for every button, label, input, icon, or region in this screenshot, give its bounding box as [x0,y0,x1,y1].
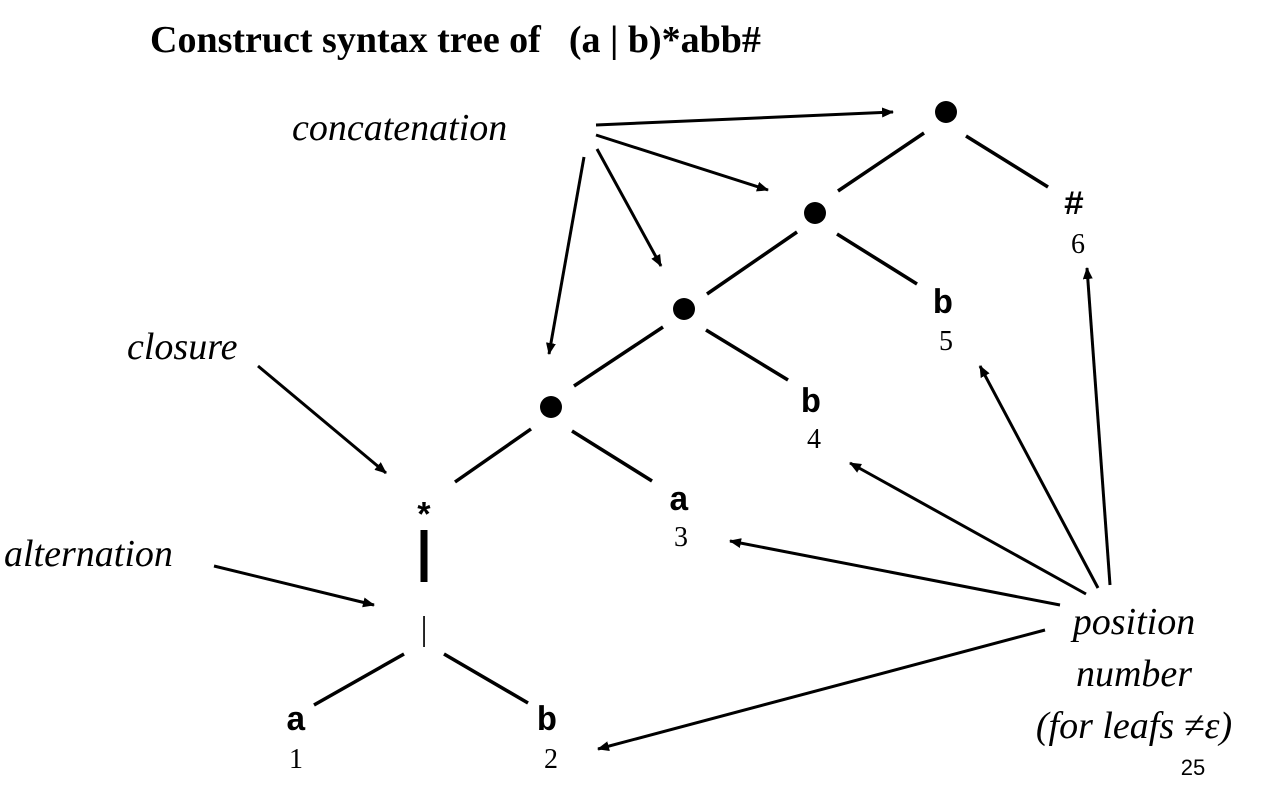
edge-concat2-b5 [836,232,918,286]
arrow-pos-2 [597,628,1046,752]
leaf-symbol: b [933,286,953,324]
leaf-position: 4 [807,424,821,455]
alternation-label: alternation [4,533,173,575]
tree-edges [313,131,1049,707]
concat-node-root [935,101,957,123]
edge-root-hash [965,134,1049,189]
edge-concat3-concat4 [573,325,664,388]
arrow-pos-3 [729,538,1061,607]
concat-node-4 [540,396,562,418]
concatenation-arrows [546,107,894,355]
arrow-pos-5 [978,365,1100,589]
position-label-line2: number [1076,653,1192,695]
leaf-a1: a 1 [286,703,306,775]
leaf-position: 1 [289,744,303,775]
title-prefix: Construct syntax tree of [150,19,542,61]
alternation-node: | [421,611,428,648]
arrow-pos-6 [1082,267,1112,586]
leaf-symbol: # [1064,187,1084,225]
edge-concat2-concat3 [706,230,798,296]
concatenation-nodes [540,101,957,418]
arrow-closure [257,364,387,475]
edge-alternation-a1 [313,652,405,707]
leaf-position: 2 [544,744,558,775]
slide-title: Construct syntax tree of (a | b)*abb# [150,19,761,61]
arrow-pos-4 [849,461,1087,596]
title-expression: (a | b)*abb# [569,19,761,61]
leaf-b2: b 2 [537,703,558,775]
arrow-concat-root [595,107,894,127]
leaf-a3: a 3 [669,483,689,553]
leaf-b4: b 4 [801,385,821,455]
position-label-line3: (for leafs ≠ε) [1036,705,1232,747]
edge-concat4-a3 [571,429,653,483]
edge-alternation-b2 [443,652,529,705]
concatenation-label: concatenation [292,107,507,149]
position-arrows [597,267,1112,752]
leaf-symbol: b [801,385,821,423]
edge-concat4-star [453,427,533,484]
leaf-hash6: # 6 [1064,187,1085,260]
arrow-concat-4 [546,156,586,355]
leaf-position: 3 [674,522,688,553]
concat-node-2 [804,202,826,224]
arrow-concat-2 [595,133,769,192]
edge-concat3-b4 [705,328,789,382]
concat-node-3 [673,298,695,320]
position-label-line1: position [1070,601,1195,643]
closure-label: closure [127,326,238,368]
closure-node: * [414,500,434,538]
leaf-symbol: b [537,703,557,741]
leaf-symbol: a [286,703,306,741]
arrow-concat-3 [595,148,663,267]
page-number: 25 [1181,755,1205,780]
arrow-alternation [213,564,375,608]
edge-root-concat2 [837,131,925,193]
leaf-position: 5 [939,326,953,357]
leaf-b5: b 5 [933,286,953,357]
leaf-symbol: a [669,483,689,521]
leaf-position: 6 [1071,229,1085,260]
